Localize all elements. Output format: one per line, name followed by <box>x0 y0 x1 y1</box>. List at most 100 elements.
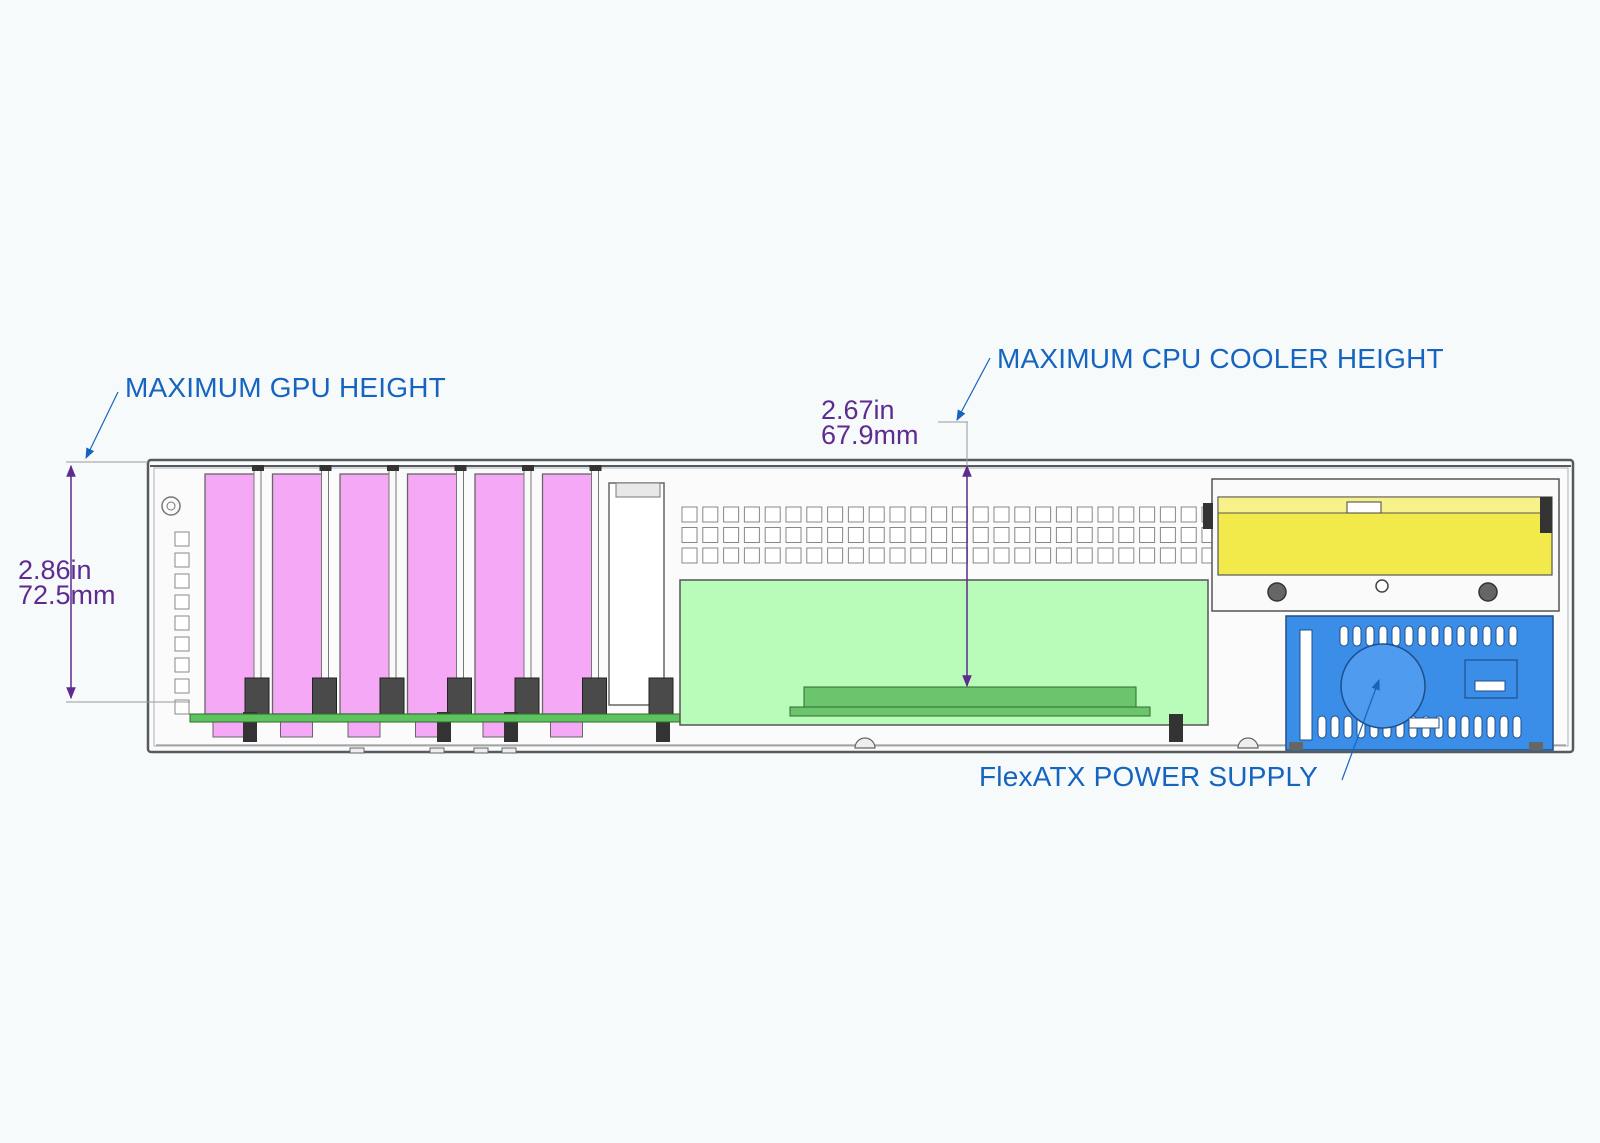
vent-slot <box>847 527 864 543</box>
vent-slot <box>931 547 948 564</box>
gpu-slot <box>271 465 337 738</box>
gpu-bracket <box>541 473 599 715</box>
gpu-bracket-edge <box>456 467 464 715</box>
vent-slot <box>1035 547 1052 564</box>
vent-slot <box>1180 527 1197 543</box>
vent-slot <box>723 527 740 543</box>
vent-slot <box>827 527 844 543</box>
gpu-height-callout: MAXIMUM GPU HEIGHT <box>125 372 446 403</box>
screw-icon <box>252 465 264 471</box>
vent-slot <box>1180 506 1197 523</box>
vent-slot <box>1512 715 1522 739</box>
vent-slot <box>764 527 781 543</box>
vent-slot <box>1055 506 1072 523</box>
screw-icon <box>1375 579 1389 593</box>
vent-slot <box>1180 547 1197 564</box>
screw-icon <box>454 465 467 471</box>
vent-slot <box>827 506 844 523</box>
screw-icon <box>387 465 399 471</box>
vent-slot <box>1330 715 1340 739</box>
vent-slot <box>889 547 906 564</box>
gpu-bracket-edge <box>321 467 329 715</box>
vent-slot <box>806 506 823 523</box>
vent-slot <box>1097 547 1114 564</box>
cpu-cooler-height-callout: MAXIMUM CPU COOLER HEIGHT <box>997 343 1444 374</box>
gpu-connector <box>244 677 270 717</box>
vent-slot <box>1430 625 1440 647</box>
vent-slot <box>972 547 989 564</box>
gpu-slot <box>474 465 540 738</box>
psu-vent-row <box>1339 625 1518 647</box>
vent-slot <box>1097 527 1114 543</box>
gpu-height-dimension <box>66 461 190 703</box>
gpu-bracket-edge <box>523 467 532 715</box>
gpu-bracket <box>204 473 261 715</box>
vent-slot <box>723 547 740 564</box>
vent-slot <box>174 657 190 673</box>
vent-slot <box>1055 547 1072 564</box>
vent-slot <box>1499 715 1509 739</box>
vent-slot <box>951 527 968 543</box>
vent-slot <box>1118 506 1135 523</box>
power-supply <box>1285 615 1554 751</box>
vent-slot <box>910 527 927 543</box>
gpu-connector <box>312 677 337 717</box>
callout-leaders <box>85 357 1380 781</box>
empty-bay <box>608 482 674 717</box>
vent-slot <box>1378 625 1388 647</box>
vent-slot <box>931 506 948 523</box>
vent-slot <box>889 506 906 523</box>
vent-slot <box>681 527 698 543</box>
vent-slot <box>1159 547 1176 564</box>
vent-slot <box>827 547 844 564</box>
vent-slot <box>972 506 989 523</box>
vent-slot <box>1343 715 1353 739</box>
vent-slot <box>972 527 989 543</box>
drive-cage <box>1203 478 1560 612</box>
gpu-bracket-edge <box>591 467 599 715</box>
vent-slot <box>1035 527 1052 543</box>
vent-slot <box>1508 625 1518 647</box>
vent-slot <box>785 527 802 543</box>
vent-slot <box>1139 527 1156 543</box>
gpu-slot <box>339 465 405 738</box>
vent-slot <box>993 506 1010 523</box>
vent-slot <box>174 699 190 715</box>
gpu-slot-group <box>204 465 670 742</box>
vent-slot <box>847 506 864 523</box>
vent-slot <box>910 547 927 564</box>
vent-slot <box>847 547 864 564</box>
gpu-tab <box>280 721 313 738</box>
vent-slot <box>1391 625 1401 647</box>
vent-slot <box>1076 506 1093 523</box>
screw-icon <box>319 465 332 471</box>
gpu-connector <box>447 677 472 717</box>
vent-slot <box>1118 527 1135 543</box>
gpu-height-millimeters: 72.5mm <box>18 580 116 610</box>
vent-slot <box>1365 625 1375 647</box>
gpu-bracket <box>406 473 464 715</box>
vent-slot <box>1417 625 1427 647</box>
vent-slot <box>1014 506 1031 523</box>
vent-slot <box>1473 715 1483 739</box>
vent-slot <box>174 678 190 694</box>
vent-slot <box>764 547 781 564</box>
screw-icon <box>589 465 602 471</box>
vent-slot <box>1014 547 1031 564</box>
vent-slot <box>174 531 190 547</box>
vent-slot <box>806 547 823 564</box>
gpu-slot <box>204 465 270 738</box>
vent-slot <box>1139 506 1156 523</box>
vent-slot <box>1443 625 1453 647</box>
vent-slot <box>743 547 760 564</box>
fan-icon <box>1340 643 1426 729</box>
gpu-height-inches: 2.86in <box>18 555 92 585</box>
vent-slot <box>1352 625 1362 647</box>
vent-slot <box>1159 506 1176 523</box>
cpu-cooler-height-millimeters: 67.9mm <box>821 420 919 450</box>
vent-slot <box>951 506 968 523</box>
callout-arrow-icon <box>1341 678 1380 781</box>
vent-slot <box>868 506 885 523</box>
